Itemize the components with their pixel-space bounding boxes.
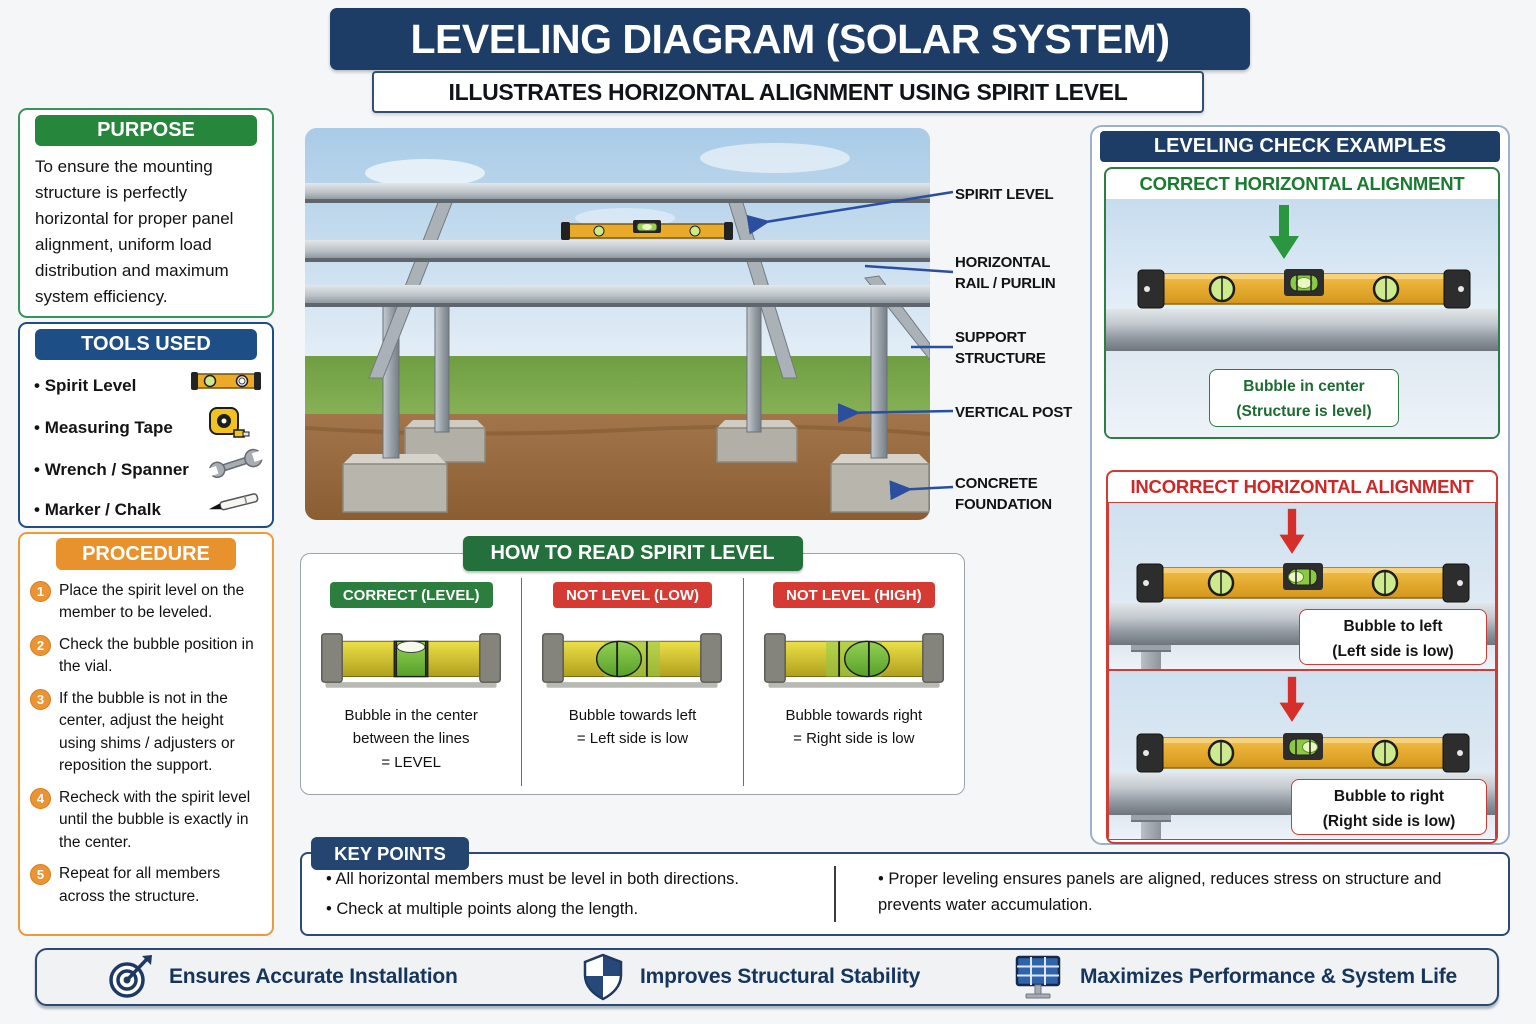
incorrect-alignment-box: INCORRECT HORIZONTAL ALIGNMENT bbox=[1106, 470, 1498, 844]
how-to-read-panel: HOW TO READ SPIRIT LEVEL CORRECT (LEVEL) bbox=[300, 536, 965, 795]
vial-bubble-left-illustration bbox=[542, 633, 723, 688]
footer-item-stability: Improves Structural Stability bbox=[582, 950, 920, 1004]
bubble-left-caption: Bubble to left (Left side is low) bbox=[1299, 609, 1487, 665]
tool-label: Measuring Tape bbox=[34, 418, 173, 438]
footer-label: Ensures Accurate Installation bbox=[169, 965, 458, 988]
diagram-label-support: SUPPORT STRUCTURE bbox=[955, 329, 1046, 367]
tool-label: Spirit Level bbox=[34, 376, 137, 396]
how-to-read-header: HOW TO READ SPIRIT LEVEL bbox=[462, 536, 803, 571]
tools-panel: TOOLS USED Spirit Level Measuring Tape W… bbox=[18, 322, 274, 528]
solar-panel-icon bbox=[1015, 955, 1061, 999]
spirit-level-on-rail bbox=[561, 220, 733, 240]
footer-label: Maximizes Performance & System Life bbox=[1080, 965, 1457, 988]
page-title: LEVELING DIAGRAM (SOLAR SYSTEM) bbox=[410, 15, 1170, 62]
key-point: Check at multiple points along the lengt… bbox=[326, 896, 806, 922]
footer-item-accuracy: Ensures Accurate Installation bbox=[107, 950, 458, 1004]
diagram-label-rail: HORIZONTAL RAIL / PURLIN bbox=[955, 254, 1056, 292]
read-example-low: NOT LEVEL (LOW) Bubble towards left = Le… bbox=[521, 578, 742, 786]
divider bbox=[834, 866, 836, 922]
footer-item-performance: Maximizes Performance & System Life bbox=[1012, 950, 1457, 1004]
subtitle-bar: ILLUSTRATES HORIZONTAL ALIGNMENT USING S… bbox=[372, 71, 1204, 113]
procedure-step: 5 Repeat for all members across the stru… bbox=[30, 863, 264, 908]
title-bar: LEVELING DIAGRAM (SOLAR SYSTEM) bbox=[330, 8, 1250, 70]
green-down-arrow-icon bbox=[1269, 205, 1299, 259]
concrete-foundations bbox=[342, 420, 930, 513]
procedure-panel: PROCEDURE 1 Place the spirit level on th… bbox=[18, 532, 274, 936]
read-example-caption: Bubble towards right = Right side is low bbox=[785, 707, 923, 748]
vertical-posts bbox=[382, 299, 888, 459]
tool-label: Wrench / Spanner bbox=[34, 460, 189, 480]
step-text: Repeat for all members across the struct… bbox=[59, 865, 221, 905]
step-text: Recheck with the spirit level until the … bbox=[59, 788, 251, 851]
purpose-header: PURPOSE bbox=[35, 115, 257, 146]
bubble-right-caption: Bubble to right (Right side is low) bbox=[1291, 779, 1487, 835]
purpose-text: To ensure the mounting structure is perf… bbox=[35, 157, 234, 306]
key-point: All horizontal members must be level in … bbox=[326, 866, 806, 892]
red-down-arrow-icon bbox=[1279, 676, 1305, 722]
status-badge: CORRECT (LEVEL) bbox=[329, 582, 493, 608]
key-points-header: KEY POINTS bbox=[311, 837, 469, 870]
shield-icon bbox=[583, 953, 623, 1001]
subtitle-text: ILLUSTRATES HORIZONTAL ALIGNMENT USING S… bbox=[448, 78, 1128, 105]
diagram-label-foundation: CONCRETE FOUNDATION bbox=[955, 475, 1052, 513]
procedure-step: 1 Place the spirit level on the member t… bbox=[30, 580, 264, 625]
incorrect-case-right: Bubble to right (Right side is low) bbox=[1108, 670, 1496, 840]
vial-bubble-right-illustration bbox=[763, 633, 944, 688]
step-number: 3 bbox=[30, 688, 51, 710]
correct-alignment-box: CORRECT HORIZONTAL ALIGNMENT Bubble in c… bbox=[1104, 167, 1500, 439]
list-item: Measuring Tape bbox=[34, 418, 264, 438]
procedure-header: PROCEDURE bbox=[56, 538, 236, 570]
spirit-level-bubble-left bbox=[1136, 563, 1470, 603]
step-text: Check the bubble position in the vial. bbox=[59, 635, 254, 676]
procedure-step: 2 Check the bubble position in the vial. bbox=[30, 634, 264, 679]
correct-alignment-title: CORRECT HORIZONTAL ALIGNMENT bbox=[1139, 173, 1465, 194]
purpose-panel: PURPOSE To ensure the mounting structure… bbox=[18, 108, 274, 318]
leveling-examples-header: LEVELING CHECK EXAMPLES bbox=[1100, 131, 1500, 162]
status-badge: NOT LEVEL (HIGH) bbox=[773, 582, 935, 608]
target-icon bbox=[109, 955, 152, 998]
measuring-tape-icon bbox=[209, 407, 250, 438]
incorrect-alignment-title: INCORRECT HORIZONTAL ALIGNMENT bbox=[1130, 476, 1474, 497]
incorrect-case-left: Bubble to left (Left side is low) bbox=[1108, 502, 1496, 670]
structure-photo bbox=[305, 128, 930, 520]
read-example-caption: Bubble towards left = Left side is low bbox=[568, 707, 697, 748]
spirit-level-bubble-right bbox=[1136, 733, 1470, 773]
red-down-arrow-icon bbox=[1279, 508, 1305, 554]
list-item: Wrench / Spanner bbox=[34, 460, 264, 480]
tools-header: TOOLS USED bbox=[35, 329, 257, 360]
mounting-structure-illustration bbox=[305, 128, 930, 520]
list-item: Marker / Chalk bbox=[34, 500, 264, 520]
step-number: 5 bbox=[30, 864, 51, 886]
diagram-label-post: VERTICAL POST bbox=[955, 404, 1073, 421]
vial-bubble-center-illustration bbox=[321, 633, 502, 688]
read-example-high: NOT LEVEL (HIGH) Bubble towards right = … bbox=[742, 578, 964, 786]
spirit-level-bubble-center bbox=[1137, 269, 1471, 309]
procedure-step: 3 If the bubble is not in the center, ad… bbox=[30, 688, 264, 778]
horizontal-rails bbox=[305, 183, 930, 307]
step-number: 2 bbox=[30, 634, 51, 656]
procedure-step: 4 Recheck with the spirit level until th… bbox=[30, 787, 264, 854]
footer-bar: Ensures Accurate Installation Improves S… bbox=[35, 948, 1499, 1006]
step-number: 1 bbox=[30, 581, 51, 602]
spirit-level-icon bbox=[191, 372, 261, 390]
diagram-label-spirit-level: SPIRIT LEVEL bbox=[955, 186, 1054, 203]
footer-label: Improves Structural Stability bbox=[640, 965, 921, 988]
step-number: 4 bbox=[30, 787, 51, 809]
key-point: Proper leveling ensures panels are align… bbox=[878, 866, 1478, 919]
leveling-examples-panel: LEVELING CHECK EXAMPLES CORRECT HORIZONT… bbox=[1090, 125, 1510, 845]
read-example-correct: CORRECT (LEVEL) Bubble in the center bet… bbox=[301, 578, 521, 786]
key-points-panel: KEY POINTS All horizontal members must b… bbox=[300, 837, 1510, 936]
wrench-icon bbox=[207, 448, 264, 479]
marker-icon bbox=[208, 493, 259, 511]
label-arrows bbox=[746, 190, 954, 501]
list-item: Spirit Level bbox=[34, 376, 264, 396]
status-badge: NOT LEVEL (LOW) bbox=[552, 582, 713, 608]
read-example-caption: Bubble in the center between the lines =… bbox=[344, 707, 478, 771]
correct-caption: Bubble in center (Structure is level) bbox=[1209, 369, 1399, 427]
step-text: Place the spirit level on the member to … bbox=[59, 582, 245, 622]
step-text: If the bubble is not in the center, adju… bbox=[59, 689, 235, 775]
tool-label: Marker / Chalk bbox=[34, 500, 161, 520]
